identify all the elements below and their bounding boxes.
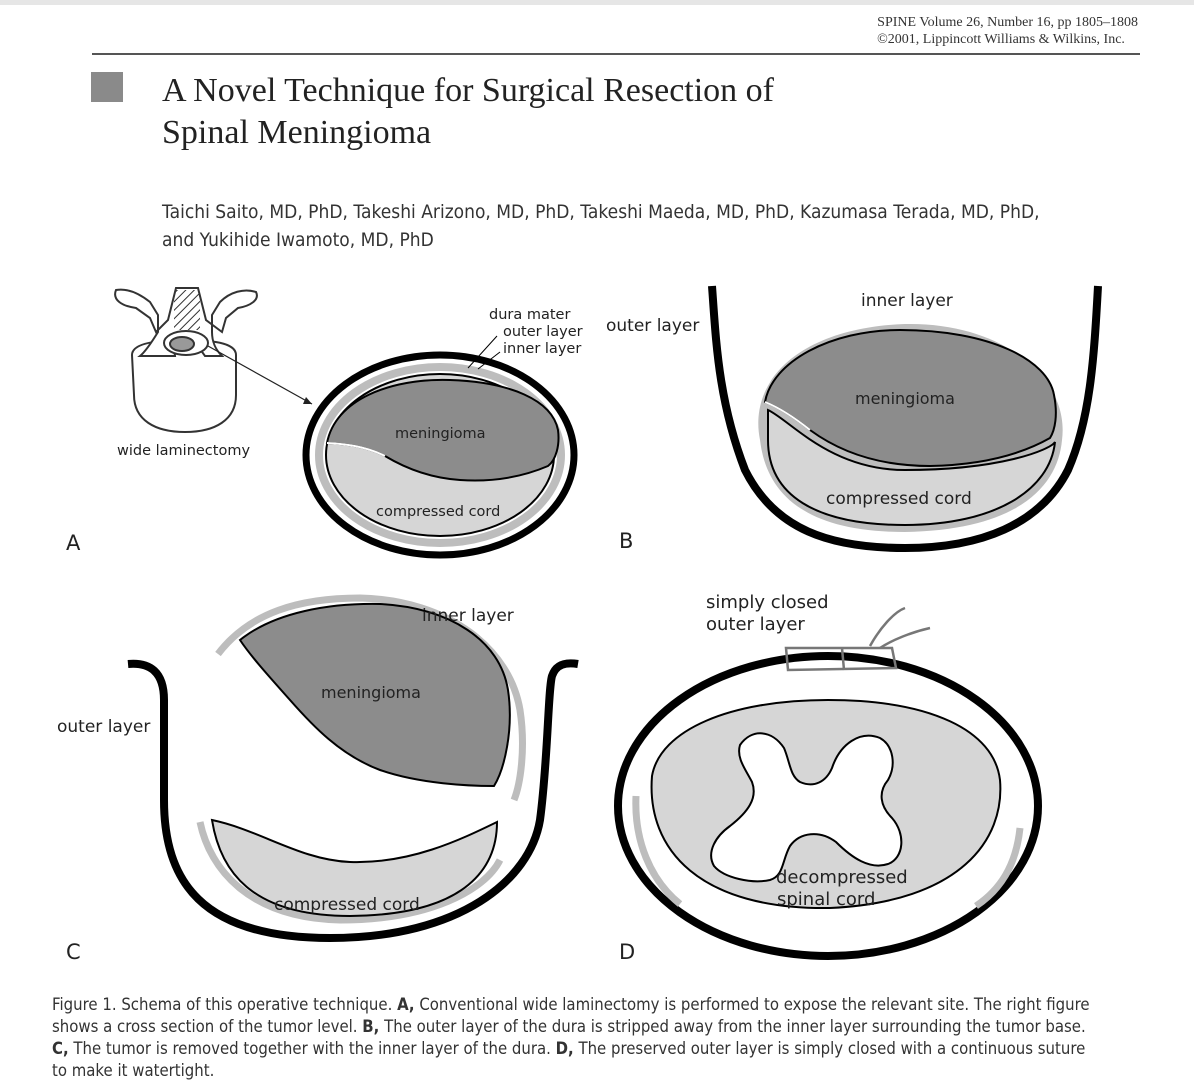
label-compressed-cord-c: compressed cord [274, 895, 420, 915]
inner-layer-d-right [974, 827, 1024, 909]
title-line-2: Spinal Meningioma [162, 114, 432, 151]
caption-d-label: D, [555, 1039, 574, 1058]
tumor-c [238, 602, 511, 788]
journal-copyright: ©2001, Lippincott Williams & Wilkins, In… [877, 32, 1125, 47]
cord-c [210, 818, 499, 918]
caption-line-3: C, The tumor is removed together with th… [52, 1038, 1085, 1060]
caption-c-text: The tumor is removed together with the i… [73, 1039, 551, 1058]
spinal-cord-d [710, 732, 903, 883]
caption-c-label: C, [52, 1039, 69, 1058]
label-meningioma-a: meningioma [395, 426, 486, 442]
tumor-b [763, 328, 1057, 468]
label-meningioma-c: meningioma [321, 683, 421, 702]
label-compressed-cord-b: compressed cord [826, 489, 972, 509]
caption-line-2: shows a cross section of the tumor level… [52, 1016, 1086, 1038]
label-outer-layer-b: outer layer [606, 316, 699, 336]
top-border [0, 0, 1194, 5]
label-dura-mater: dura mater [489, 307, 570, 323]
inner-layer-d-left [632, 795, 683, 907]
author-list: Taichi Saito, MD, PhD, Takeshi Arizono, … [162, 198, 1044, 254]
label-compressed-cord-a: compressed cord [376, 504, 500, 520]
label-decompressed: decompressed [776, 867, 908, 888]
caption-line-1: Figure 1. Schema of this operative techn… [52, 994, 1090, 1016]
panel-letter-a: A [66, 531, 81, 555]
label-outer-layer-c: outer layer [57, 717, 150, 737]
title-line-1: A Novel Technique for Surgical Resection… [162, 72, 774, 109]
caption-line-4: to make it watertight. [52, 1061, 215, 1080]
caption-b-text: The outer layer of the dura is stripped … [384, 1017, 1086, 1036]
panel-letter-b: B [619, 529, 633, 553]
label-simply-closed: simply closed [706, 592, 829, 613]
caption-line2-text: shows a cross section of the tumor level… [52, 1017, 358, 1036]
figure-caption: Figure 1. Schema of this operative techn… [52, 994, 1090, 1082]
label-wide-laminectomy: wide laminectomy [117, 443, 250, 459]
section-marker [91, 72, 123, 102]
cord-b [767, 408, 1056, 527]
paper-title: A Novel Technique for Surgical Resection… [162, 70, 962, 154]
panel-d: simply closed outer layer decompressed s… [614, 592, 1042, 964]
journal-citation: SPINE Volume 26, Number 16, pp 1805–1808… [877, 14, 1138, 48]
label-spinal-cord-d: spinal cord [777, 889, 875, 910]
vertebra-illustration [114, 287, 313, 434]
label-meningioma-b: meningioma [855, 389, 955, 408]
suture-d [784, 606, 931, 672]
outer-layer-c [127, 659, 579, 943]
label-inner-layer-a: inner layer [503, 341, 581, 357]
inner-layer-c-bottom [196, 821, 504, 924]
panel-letter-c: C [66, 940, 81, 964]
label-outer-layer-d: outer layer [706, 614, 805, 635]
panel-a: wide laminectomy dura mater outer layer … [66, 287, 583, 559]
caption-prefix: Figure 1. Schema of this operative techn… [52, 995, 393, 1014]
caption-a-text: Conventional wide laminectomy is perform… [419, 995, 1090, 1014]
panel-letter-d: D [619, 940, 635, 964]
authors-line-1: Taichi Saito, MD, PhD, Takeshi Arizono, … [162, 201, 1040, 223]
label-inner-layer-c: inner layer [422, 606, 514, 626]
panel-c: outer layer inner layer meningioma compr… [57, 594, 579, 964]
panel-b: outer layer inner layer meningioma compr… [606, 285, 1102, 553]
journal-volume: SPINE Volume 26, Number 16, pp 1805–1808 [877, 15, 1138, 30]
caption-a-label: A, [397, 995, 415, 1014]
caption-d-text: The preserved outer layer is simply clos… [578, 1039, 1086, 1058]
header-rule [92, 53, 1140, 55]
caption-b-label: B, [362, 1017, 380, 1036]
outer-layer-b [708, 285, 1102, 553]
cross-section-a [302, 335, 578, 559]
authors-line-2: and Yukihide Iwamoto, MD, PhD [162, 229, 434, 251]
label-inner-layer-b: inner layer [861, 291, 953, 311]
label-outer-layer-a: outer layer [503, 324, 583, 340]
